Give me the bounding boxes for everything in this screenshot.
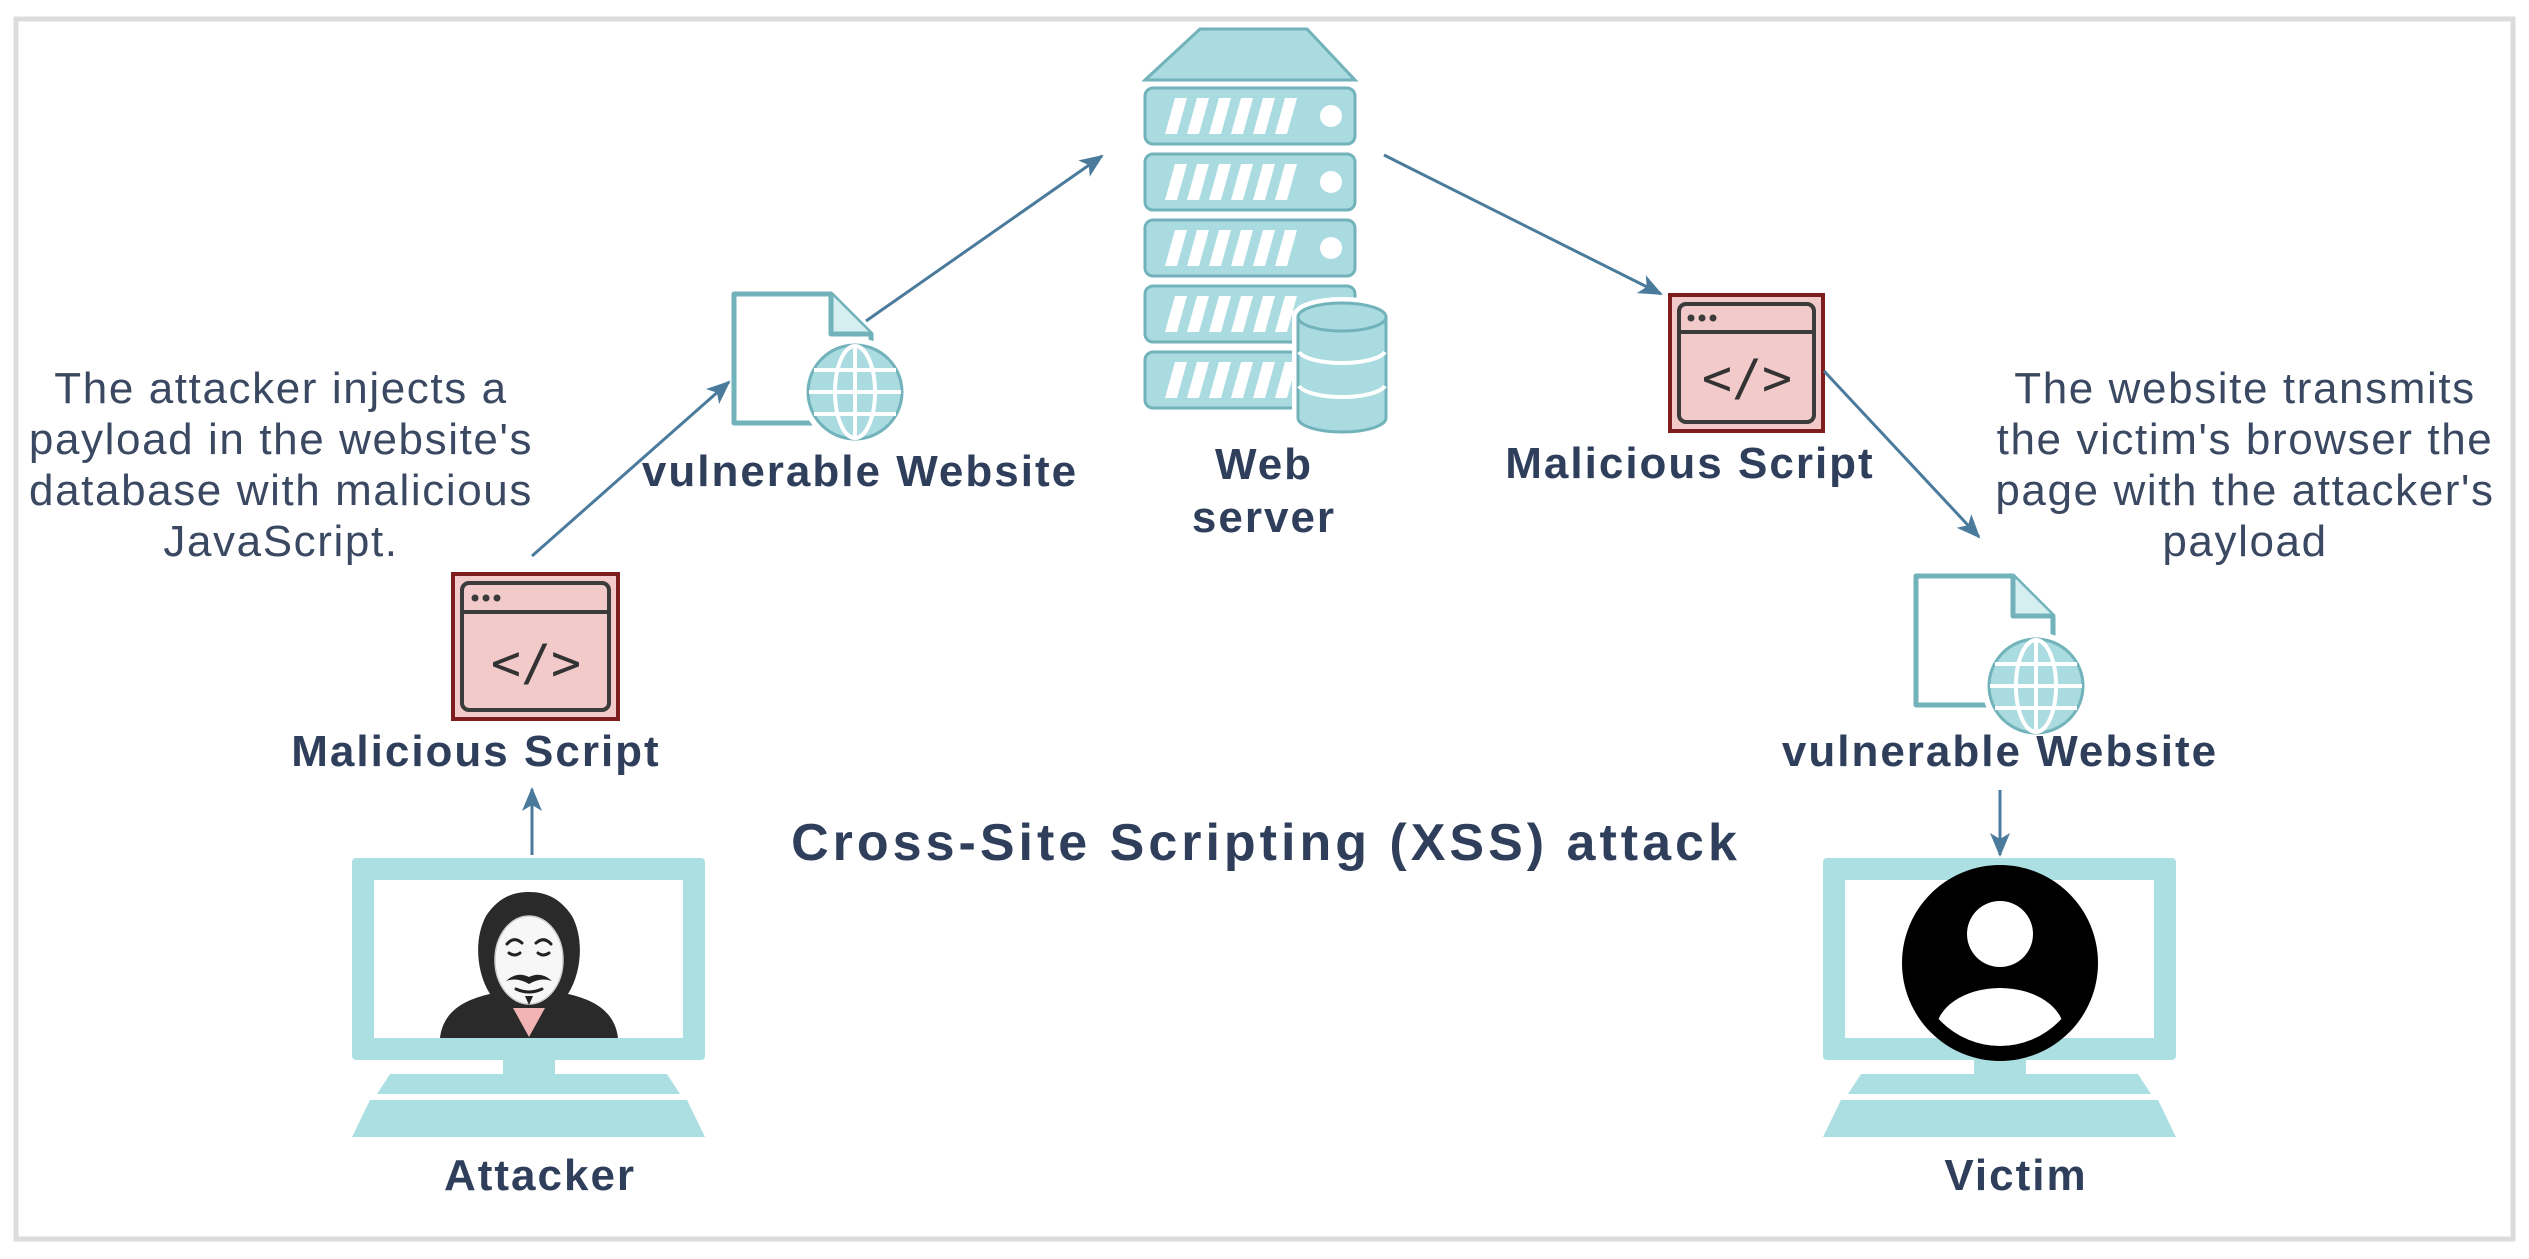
malicious-script-label: Malicious Script	[1505, 439, 1874, 488]
monitor-neck	[1974, 1060, 2026, 1074]
window-dot	[1709, 314, 1717, 322]
globe-icon	[1982, 632, 2090, 740]
arrow-script-to-website	[531, 380, 731, 558]
note-line: JavaScript.	[163, 517, 398, 566]
note-line: The website transmits	[2014, 364, 2476, 413]
document-fold	[828, 294, 871, 337]
code-window-icon: </>	[451, 572, 620, 721]
database-ring	[1297, 350, 1387, 366]
note-line: payload	[2162, 517, 2327, 566]
database-ring	[1297, 384, 1387, 400]
monitor-stand	[1848, 1074, 2151, 1094]
hooded-masked-hacker-icon	[440, 892, 618, 1038]
attacker-label: Attacker	[444, 1151, 636, 1200]
script-box	[1668, 293, 1825, 433]
avatar-shoulders	[1936, 988, 2064, 1046]
globe-icon	[801, 338, 909, 446]
globe-lines	[1990, 640, 2082, 732]
database-icon	[1292, 297, 1392, 438]
arrow-website-to-server	[865, 154, 1104, 323]
window-dot	[493, 594, 501, 602]
script-window-frame	[1677, 302, 1816, 424]
mask-mouth	[514, 987, 544, 994]
arrow-script-to-website	[1822, 369, 1981, 539]
web-server-label-line2: server	[1192, 493, 1336, 542]
arrow-server-to-script	[1383, 153, 1663, 296]
monitor-base	[352, 1100, 705, 1137]
mask-goatee	[525, 996, 533, 1005]
document-fold	[2010, 576, 2053, 619]
window-dot	[482, 594, 490, 602]
victim-label: Victim	[1944, 1151, 2087, 1200]
script-box	[451, 572, 620, 721]
user-avatar-icon	[1902, 865, 2098, 1061]
web-document-globe-icon	[731, 291, 909, 446]
web-server-label-line1: Web	[1215, 440, 1313, 489]
web-document-globe-icon	[1913, 573, 2090, 740]
malicious-script-label: Malicious Script	[291, 727, 660, 776]
window-dot	[471, 594, 479, 602]
window-dot	[1698, 314, 1706, 322]
mask-eyes	[507, 951, 551, 957]
vulnerable-website-label: vulnerable Website	[1782, 727, 2218, 776]
vulnerable-website-label: vulnerable Website	[642, 447, 1078, 496]
database-top	[1296, 301, 1388, 333]
note-line: The attacker injects a	[54, 364, 507, 413]
monitor-neck	[503, 1060, 555, 1074]
script-window-frame	[460, 581, 611, 712]
window-dot	[1687, 314, 1695, 322]
server-unit	[1143, 152, 1357, 212]
mask-mustache	[506, 974, 552, 984]
website-note: The website transmits the victim's brows…	[1995, 364, 2494, 566]
note-line: database with malicious	[29, 466, 533, 515]
code-window-icon: </>	[1668, 293, 1825, 433]
note-line: page with the attacker's	[1995, 466, 2494, 515]
mask-eyebrows	[505, 938, 553, 946]
server-unit-led	[1320, 105, 1342, 127]
code-symbol: </>	[1702, 349, 1792, 407]
server-unit-led	[1320, 171, 1342, 193]
server-unit	[1143, 218, 1357, 278]
diagram-title: Cross-Site Scripting (XSS) attack	[791, 814, 1741, 872]
server-rack-icon	[1141, 27, 1359, 410]
attacker-note: The attacker injects a payload in the we…	[29, 364, 533, 566]
avatar-head	[1967, 901, 2033, 967]
code-symbol: </>	[491, 634, 581, 692]
database-body	[1296, 317, 1388, 434]
server-top-cap	[1141, 27, 1359, 82]
server-unit	[1143, 86, 1357, 146]
note-line: the victim's browser the	[1997, 415, 2494, 464]
globe-lines	[809, 346, 901, 438]
server-unit-led	[1320, 237, 1342, 259]
monitor-stand	[377, 1074, 680, 1094]
hacker-shirt	[513, 1008, 545, 1037]
monitor-base	[1823, 1100, 2176, 1137]
note-line: payload in the website's	[29, 415, 533, 464]
